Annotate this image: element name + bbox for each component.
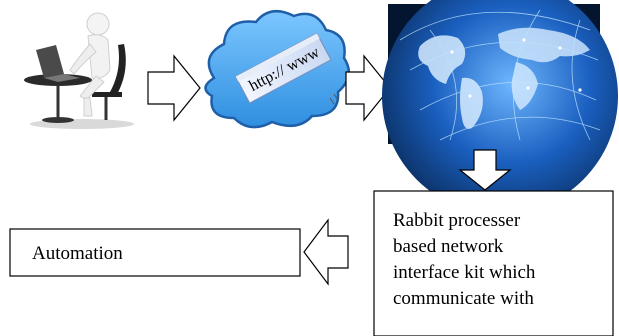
arrow-down xyxy=(458,149,512,191)
interface-kit-line-1: Rabbit processer xyxy=(393,210,521,231)
interface-kit-line-3: interface kit which xyxy=(393,262,536,283)
interface-kit-line-4: communicate with xyxy=(393,288,534,309)
interface-kit-line-2: based network xyxy=(393,236,504,257)
interface-kit-box: Rabbit processer based network interface… xyxy=(373,190,614,336)
world-network-image xyxy=(382,0,618,214)
internet-cloud-image: http:// www xyxy=(204,9,351,129)
automation-label: Automation xyxy=(32,243,123,264)
user-at-laptop-image xyxy=(24,12,134,129)
arrow-right-2 xyxy=(345,54,391,122)
automation-box: Automation xyxy=(9,228,301,277)
arrow-right-1 xyxy=(147,54,201,122)
arrow-left xyxy=(303,218,349,286)
